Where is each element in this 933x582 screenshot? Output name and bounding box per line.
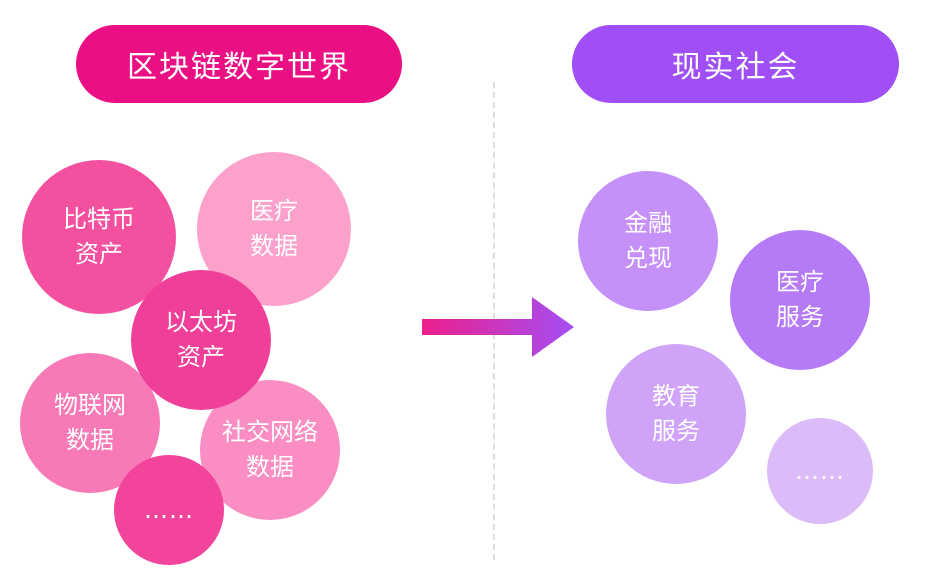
bubble-label-line1: 教育 (652, 382, 700, 411)
bubble-ethereum-assets: 以太坊 资产 (131, 270, 271, 410)
bubble-label-line2: 服务 (652, 417, 700, 445)
bubble-label-line2: 数据 (250, 232, 298, 260)
bubble-label-line2: 数据 (66, 426, 114, 454)
bubble-right-more: …… (767, 418, 873, 524)
bubble-label-line1: 社交网络 (222, 418, 318, 447)
bubble-label-line2: 兑现 (624, 244, 672, 272)
bubble-label-line2: 资产 (177, 343, 225, 371)
bubble-bitcoin-assets: 比特币 资产 (22, 160, 176, 314)
bubble-label-line1: 比特币 (63, 205, 135, 234)
bubble-left-more: …… (114, 455, 224, 565)
right-arrow-icon (422, 297, 574, 357)
bubble-label-line1: 金融 (624, 209, 672, 238)
real-society-title: 现实社会 (572, 25, 899, 103)
bubble-label-line2: 服务 (776, 303, 824, 331)
bubble-financial-redemption: 金融 兑现 (578, 171, 718, 311)
bubble-ellipsis: …… (795, 456, 845, 485)
bubble-ellipsis: …… (144, 495, 194, 524)
blockchain-world-title: 区块链数字世界 (76, 25, 402, 103)
bubble-social-network-data: 社交网络 数据 (200, 380, 340, 520)
bubble-label-line1: 医疗 (776, 268, 824, 297)
bubble-label-line2: 资产 (75, 240, 123, 268)
bubble-medical-services: 医疗 服务 (730, 230, 870, 370)
bubble-label-line1: 以太坊 (165, 308, 237, 337)
bubble-label-line1: 物联网 (54, 391, 126, 420)
bubble-label-line2: 数据 (246, 453, 294, 481)
bubble-label-line1: 医疗 (250, 197, 298, 226)
bubble-education-services: 教育 服务 (606, 344, 746, 484)
